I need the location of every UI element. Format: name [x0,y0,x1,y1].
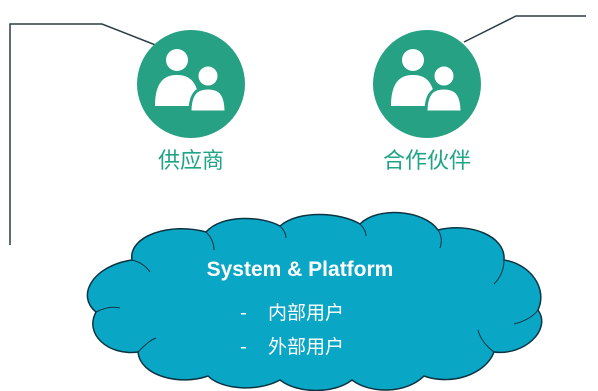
bullet-dash: - [240,302,247,324]
cloud-item-label: 内部用户 [268,302,345,324]
connector-right [463,15,586,43]
cloud-item-internal-users: -内部用户 [240,304,344,323]
cloud-item-external-users: -外部用户 [240,338,344,357]
supplier-label: 供应商 [157,149,224,174]
cloud-item-label: 外部用户 [268,336,345,358]
bullet-dash: - [240,336,247,358]
partner-label: 合作伙伴 [382,149,471,174]
partner-users-icon [373,30,481,138]
supplier-users-icon [137,30,245,138]
cloud-shape [86,211,543,391]
connector-left [9,23,159,245]
cloud-title: System & Platform [206,258,394,281]
